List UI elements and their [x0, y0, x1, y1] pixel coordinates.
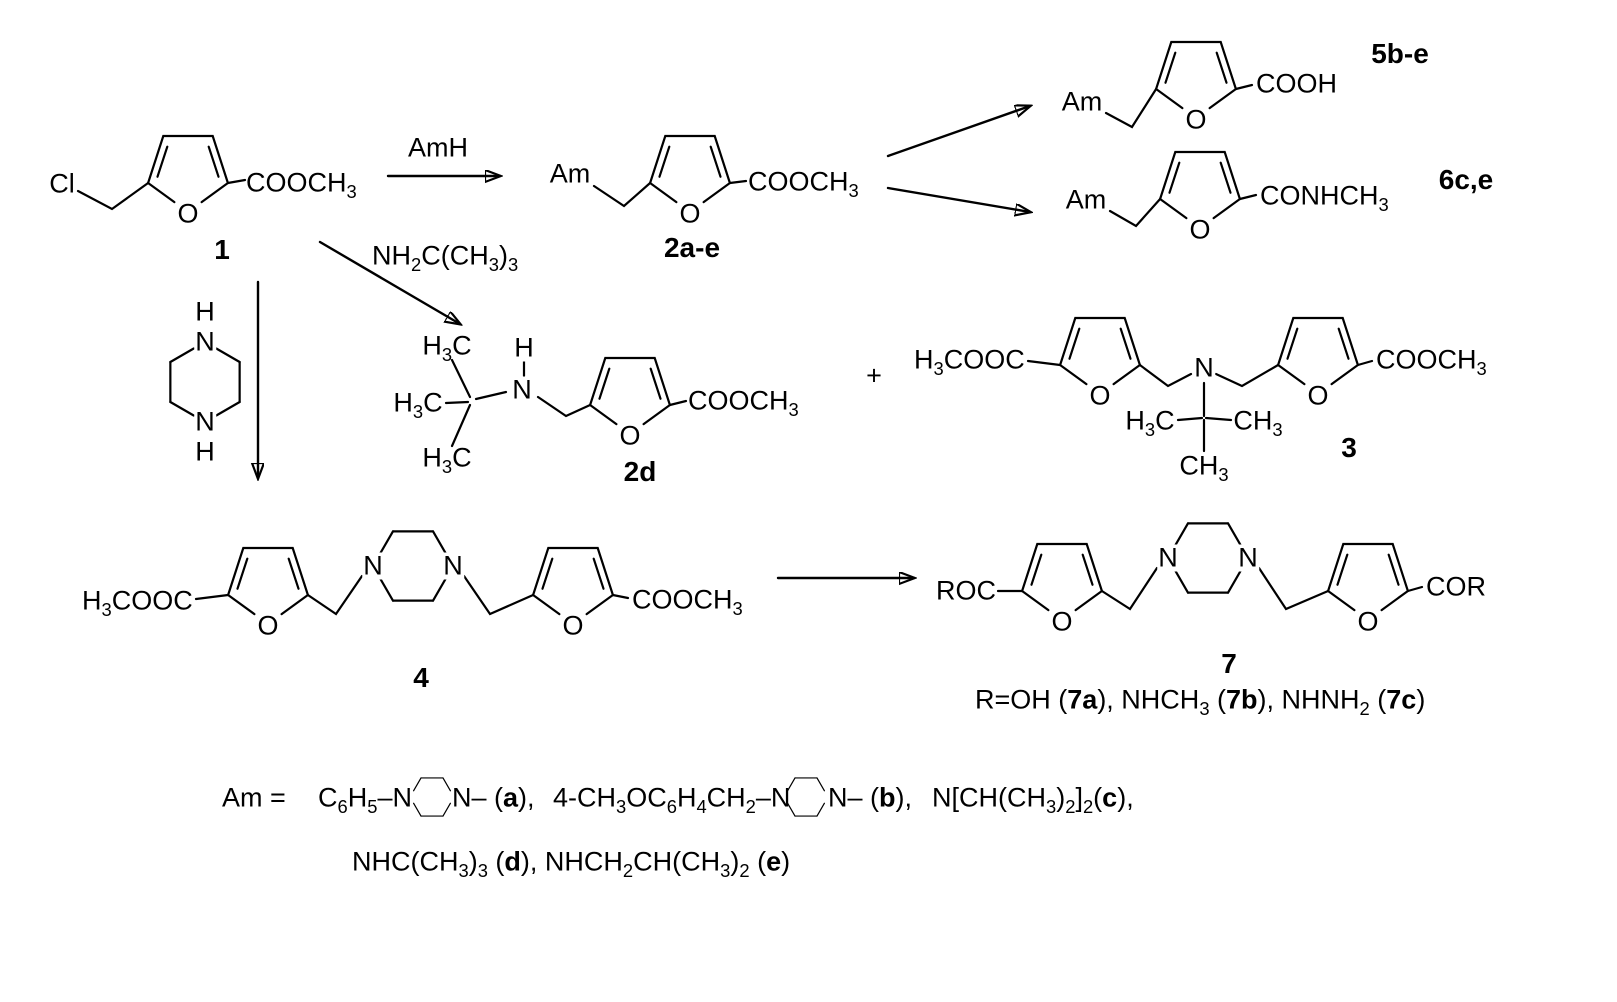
- furan-ring-compound7-right: [1326, 542, 1410, 612]
- roc-group-label: ROC: [936, 575, 996, 606]
- am-equals-label: Am =: [222, 782, 286, 813]
- am-group-label: Am: [1061, 86, 1103, 117]
- methyl-group-label: H3C: [393, 387, 443, 422]
- am-group-label: Am: [1065, 184, 1107, 215]
- piperazine-ring-legend-a: [412, 777, 452, 817]
- piperazine-ring-compound7: [1173, 522, 1243, 594]
- am-option-b-left-text: 4-CH3OC6H4CH2–N: [553, 782, 791, 817]
- nitrogen-label: N: [1237, 542, 1259, 573]
- diester-group-label: H3COOC: [914, 344, 1025, 379]
- methyl-group-label: CH3: [1179, 450, 1229, 485]
- am-group-label: Am: [549, 158, 591, 189]
- oxygen-label: O: [1184, 104, 1208, 135]
- bonds-compound6: [1108, 193, 1258, 228]
- methyl-group-label: H3C: [1125, 405, 1175, 440]
- oxygen-label: O: [1050, 606, 1074, 637]
- reaction-arrow-to-5: [886, 106, 1030, 158]
- nitrogen-label: N: [442, 550, 464, 581]
- am-option-a-left-text: C6H5–N: [318, 782, 412, 817]
- methylamide-group-label: CONHCH3: [1260, 180, 1389, 215]
- r-definition-text: R=OH (7a), NHCH3 (7b), NHNH2 (7c): [975, 684, 1426, 719]
- nitrogen-label: N: [194, 326, 216, 357]
- bonds-compound5: [1104, 83, 1254, 129]
- reagent-tbutylamine-label: NH2C(CH3)3: [372, 240, 519, 275]
- piperazine-ring-reagent: [169, 347, 241, 417]
- methyl-group-label: H3C: [422, 442, 472, 477]
- oxygen-label: O: [1188, 214, 1212, 245]
- methyl-group-label: CH3: [1233, 405, 1283, 440]
- plus-operator: +: [866, 360, 882, 391]
- oxygen-label: O: [561, 610, 585, 641]
- bonds-compound2: [592, 179, 748, 208]
- reagent-amh-label: AmH: [408, 132, 468, 163]
- compound-7-label: 7: [1221, 648, 1237, 679]
- ester-group-label: COOCH3: [246, 167, 357, 202]
- oxygen-label: O: [256, 610, 280, 641]
- compound-2-label: 2a-e: [663, 232, 721, 263]
- oxygen-label: O: [618, 420, 642, 451]
- hydrogen-label: H: [194, 436, 216, 467]
- nitrogen-label: N: [1193, 352, 1215, 383]
- furan-ring-compound1: [147, 134, 229, 204]
- nitrogen-label: N: [194, 406, 216, 437]
- acid-group-label: COOH: [1256, 68, 1337, 99]
- bonds-compound2d: [444, 358, 688, 448]
- diester-group-label: H3COOC: [82, 585, 193, 620]
- am-option-a-right-text: N– (a),: [452, 782, 535, 813]
- bonds-compound4: [194, 574, 630, 616]
- piperazine-ring-compound4: [378, 530, 448, 602]
- bonds-compound7: [996, 566, 1424, 611]
- am-option-b-right-text: N– (b),: [828, 782, 913, 813]
- ester-group-label: COOCH3: [1376, 344, 1487, 379]
- piperazine-ring-legend-b: [786, 777, 826, 817]
- compound-4-label: 4: [413, 662, 429, 693]
- furan-ring-compound4-right: [531, 546, 615, 616]
- nitrogen-label: N: [511, 374, 533, 405]
- nitrogen-label: N: [1157, 542, 1179, 573]
- nitrogen-label: N: [362, 550, 384, 581]
- hydrogen-label: H: [194, 296, 216, 327]
- oxygen-label: O: [176, 198, 200, 229]
- compound-1-label: 1: [214, 234, 230, 265]
- hydrogen-label: H: [513, 332, 535, 363]
- am-option-c-text: N[CH(CH3)2]2(c),: [932, 782, 1134, 817]
- furan-ring-compound2d: [588, 356, 672, 426]
- reaction-arrow-tbutylamine: [318, 240, 460, 324]
- methyl-group-label: H3C: [422, 330, 472, 365]
- ester-group-label: COOCH3: [632, 584, 743, 619]
- ester-group-label: COOCH3: [748, 166, 859, 201]
- oxygen-label: O: [1306, 380, 1330, 411]
- ester-group-label: COOCH3: [688, 385, 799, 420]
- compound-2d-label: 2d: [623, 456, 657, 487]
- compound-3-label: 3: [1341, 432, 1357, 463]
- bonds-compound1: [76, 178, 247, 211]
- compound-6-label: 6c,e: [1438, 164, 1494, 195]
- furan-ring-compound3-left: [1058, 316, 1142, 386]
- am-options-d-e-text: NHC(CH3)3 (d), NHCH2CH(CH3)2 (e): [352, 846, 791, 881]
- reaction-arrow-to-6: [886, 186, 1030, 212]
- oxygen-label: O: [678, 198, 702, 229]
- chlorine-label: Cl: [49, 168, 75, 199]
- cor-group-label: COR: [1426, 571, 1486, 602]
- furan-ring-compound7-left: [1020, 542, 1104, 612]
- bonds-compound3: [1026, 359, 1374, 453]
- furan-ring-compound3-right: [1276, 316, 1360, 386]
- furan-ring-compound6: [1158, 150, 1242, 220]
- oxygen-label: O: [1088, 380, 1112, 411]
- compound-5-label: 5b-e: [1371, 38, 1429, 69]
- furan-ring-compound2: [648, 134, 732, 204]
- furan-ring-compound4-left: [227, 546, 309, 616]
- oxygen-label: O: [1356, 606, 1380, 637]
- furan-ring-compound5: [1154, 40, 1238, 110]
